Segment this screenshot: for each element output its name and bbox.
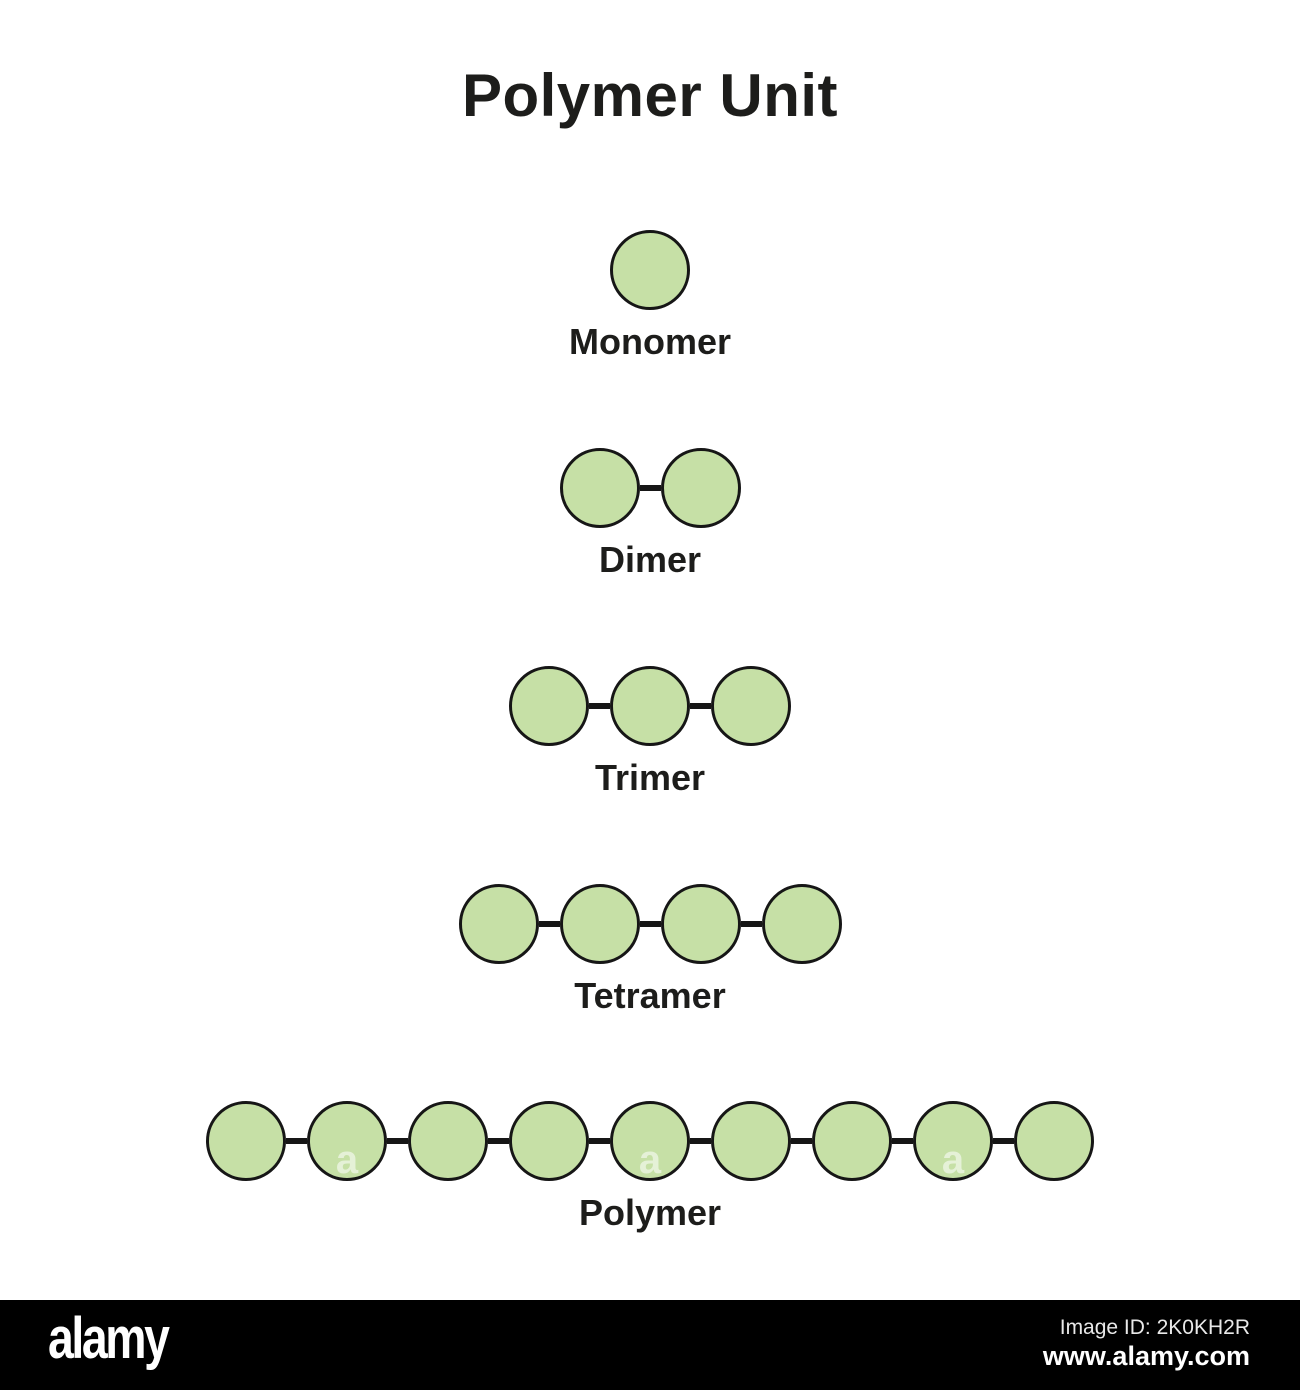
- polymer-unit-circle: [711, 1101, 791, 1181]
- diagram-title: Polymer Unit: [461, 62, 839, 129]
- bond-connector: [488, 1138, 509, 1144]
- tetramer-unit-circle: [458, 884, 539, 964]
- polymer-unit-circle: [509, 1101, 589, 1181]
- bond-connector: [639, 485, 661, 491]
- bond-connector: [639, 921, 661, 927]
- monomer-unit-circle: [610, 230, 690, 310]
- bond-connector: [589, 1138, 610, 1144]
- polymer-unit-circle: a: [913, 1101, 993, 1181]
- bond-connector: [690, 703, 711, 709]
- trimer-chain: [0, 666, 1300, 746]
- bond-connector: [993, 1138, 1014, 1144]
- watermark-footer-bar: alamy Image ID: 2K0KH2R www.alamy.com: [0, 1300, 1300, 1390]
- polymer-unit-circle: a: [610, 1101, 690, 1181]
- bond-connector: [791, 1138, 812, 1144]
- alamy-logo: alamy: [48, 1306, 170, 1371]
- monomer-label: Monomer: [569, 321, 731, 362]
- dimer-unit-circle: [660, 448, 741, 528]
- trimer-unit-circle: [711, 666, 791, 746]
- polymer-unit-circle: [408, 1101, 488, 1181]
- dimer-label: Dimer: [598, 539, 702, 580]
- tetramer-chain: [0, 884, 1300, 964]
- dimer-unit-circle: [559, 448, 640, 528]
- tetramer-unit-circle: [761, 884, 842, 964]
- bond-connector: [286, 1138, 307, 1144]
- bond-connector: [387, 1138, 408, 1144]
- tetramer-label: Tetramer: [574, 975, 726, 1016]
- monomer-chain: [0, 230, 1300, 310]
- watermark-a-glyph: a: [335, 1138, 359, 1182]
- polymer-unit-circle: [1014, 1101, 1094, 1181]
- footer-credits: Image ID: 2K0KH2R www.alamy.com: [1043, 1316, 1250, 1372]
- polymer-unit-circle: a: [307, 1101, 387, 1181]
- tetramer-unit-circle: [559, 884, 640, 964]
- bond-connector: [740, 921, 762, 927]
- polymer-label: Polymer: [578, 1192, 722, 1233]
- trimer-label: Trimer: [594, 757, 706, 798]
- dimer-chain: [0, 448, 1300, 528]
- image-id-text: Image ID: 2K0KH2R: [1059, 1316, 1250, 1339]
- tetramer-unit-circle: [660, 884, 741, 964]
- polymer-unit-circle: [206, 1101, 286, 1181]
- bond-connector: [589, 703, 610, 709]
- website-text: www.alamy.com: [1042, 1341, 1250, 1372]
- bond-connector: [892, 1138, 913, 1144]
- watermark-a-glyph: a: [941, 1138, 965, 1182]
- bond-connector: [538, 921, 560, 927]
- polymer-unit-circle: [812, 1101, 892, 1181]
- bond-connector: [690, 1138, 711, 1144]
- trimer-unit-circle: [610, 666, 690, 746]
- trimer-unit-circle: [509, 666, 589, 746]
- watermark-a-glyph: a: [638, 1138, 662, 1182]
